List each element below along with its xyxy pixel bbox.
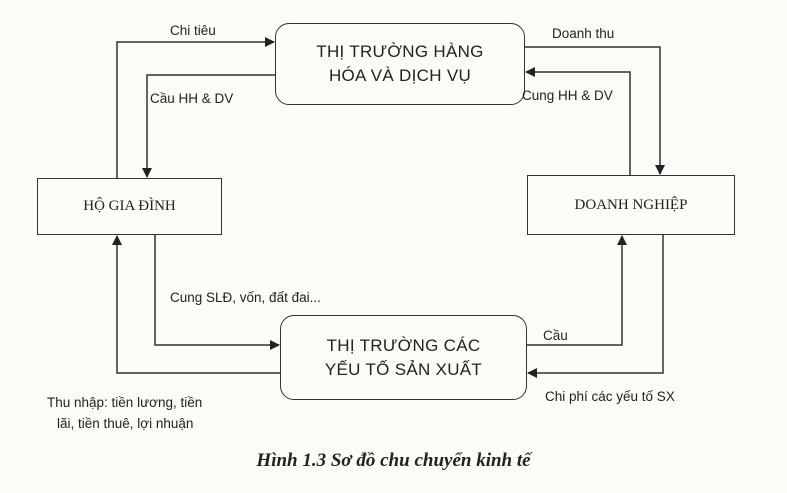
- goods-market-box: THỊ TRƯỜNG HÀNG HÓA VÀ DỊCH VỤ: [275, 23, 525, 105]
- arrow-factor-demand: [527, 235, 627, 346]
- label-goods-demand: Cầu HH & DV: [150, 91, 234, 106]
- label-income-line1: Thu nhập: tiền lương, tiền: [47, 395, 203, 410]
- label-spending: Chi tiêu: [170, 23, 216, 38]
- factor-market-box: THỊ TRƯỜNG CÁC YẾU TỐ SẢN XUẤT: [280, 315, 527, 400]
- firms-label: DOANH NGHIỆP: [574, 196, 688, 213]
- label-income: Thu nhập: tiền lương, tiền lãi, tiền thu…: [47, 392, 202, 434]
- goods-market-line1: THỊ TRƯỜNG HÀNG: [316, 42, 484, 61]
- figure-caption: Hình 1.3 Sơ đồ chu chuyển kinh tế: [256, 450, 531, 471]
- label-income-line2: lãi, tiền thuê, lợi nhuận: [57, 416, 194, 431]
- factor-market-line2: YẾU TỐ SẢN XUẤT: [324, 359, 483, 379]
- arrow-factor-costs: [527, 235, 664, 378]
- arrow-factor-supply: [154, 235, 280, 350]
- arrow-goods-supply: [525, 67, 631, 175]
- arrow-goods-demand: [142, 74, 275, 178]
- label-factor-supply: Cung SLĐ, vốn, đất đai...: [170, 290, 321, 305]
- firms-box: DOANH NGHIỆP: [527, 175, 735, 235]
- label-revenue: Doanh thu: [552, 26, 615, 41]
- arrow-spending: [116, 37, 275, 178]
- households-box: HỘ GIA ĐÌNH: [37, 178, 222, 235]
- label-factor-costs: Chi phí các yếu tố SX: [545, 389, 675, 404]
- factor-market-line1: THỊ TRƯỜNG CÁC: [326, 335, 481, 355]
- households-label: HỘ GIA ĐÌNH: [83, 198, 176, 214]
- arrow-revenue: [525, 46, 665, 175]
- goods-market-line2: HÓA VÀ DỊCH VỤ: [328, 66, 472, 85]
- label-goods-supply: Cung HH & DV: [522, 88, 613, 103]
- arrow-income: [112, 235, 280, 374]
- label-factor-demand: Cầu: [543, 328, 568, 343]
